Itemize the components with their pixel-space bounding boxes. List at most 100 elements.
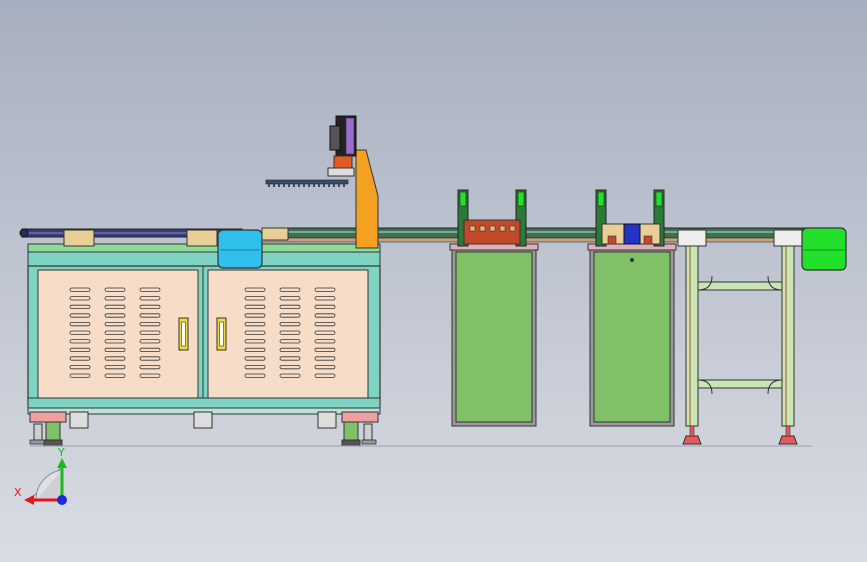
vent-slot	[314, 347, 336, 353]
comb-tooth	[333, 184, 335, 187]
vent-slot	[244, 296, 266, 301]
vent-slot	[244, 313, 266, 318]
vent-slot	[244, 356, 266, 361]
vent-slot	[244, 339, 266, 344]
die-hole	[509, 225, 516, 232]
station-2	[587, 189, 677, 427]
vent-slot	[279, 364, 301, 370]
vent-slot	[244, 304, 266, 310]
die-hole	[489, 225, 496, 232]
comb-tooth	[318, 184, 320, 187]
cabinet-top-band	[27, 251, 381, 267]
triad-z-axis	[57, 495, 67, 505]
vent-slot	[69, 339, 91, 344]
green-outfeed-bin	[801, 227, 847, 271]
vent-slot	[139, 373, 161, 378]
vent-slot	[279, 313, 301, 318]
vent-slot	[314, 373, 336, 378]
vent-slot	[139, 330, 161, 335]
vent-slots-right	[244, 287, 336, 378]
blue-hopper	[217, 229, 263, 269]
vent-slots-left	[69, 287, 161, 378]
left-feed-conveyor	[19, 228, 243, 247]
vent-slot	[314, 339, 336, 344]
vent-slot	[69, 330, 91, 335]
comb-tooth	[343, 184, 345, 187]
vent-slot	[279, 321, 301, 327]
vent-slot	[314, 356, 336, 361]
vent-slot	[104, 330, 126, 335]
outfeed-frame	[677, 229, 803, 445]
vent-slot	[314, 321, 336, 327]
comb-tooth	[288, 184, 290, 187]
vent-slot	[244, 321, 266, 327]
vent-slot	[69, 304, 91, 310]
vent-slot	[104, 321, 126, 327]
vent-slot	[104, 364, 126, 370]
vent-slot	[139, 304, 161, 310]
vent-slot	[104, 313, 126, 318]
comb-tooth	[273, 184, 275, 187]
vent-slot	[244, 330, 266, 335]
vent-slot	[279, 339, 301, 344]
comb-tooth	[268, 184, 270, 187]
vent-slot	[314, 287, 336, 292]
vent-slot	[139, 356, 161, 361]
station-1-die-block	[463, 219, 521, 245]
vent-slot	[279, 330, 301, 335]
vent-slot	[314, 296, 336, 301]
cabinet-leveling-feet	[29, 411, 379, 447]
comb-tooth	[313, 184, 315, 187]
vent-slot	[69, 347, 91, 353]
axis-triad: X Y	[14, 446, 67, 505]
die-hole	[499, 225, 506, 232]
comb-tooth	[308, 184, 310, 187]
vent-slot	[314, 330, 336, 335]
vent-slot	[104, 347, 126, 353]
vent-slot	[104, 304, 126, 310]
vent-slot	[139, 364, 161, 370]
comb-tooth	[338, 184, 340, 187]
vent-slot	[69, 356, 91, 361]
vent-slot	[279, 356, 301, 361]
vent-slot	[139, 347, 161, 353]
vent-slot	[244, 347, 266, 353]
vent-slot	[279, 304, 301, 310]
comb-tooth	[278, 184, 280, 187]
comb-tooth	[303, 184, 305, 187]
comb-tooth	[283, 184, 285, 187]
vent-slot	[139, 296, 161, 301]
vent-slot	[104, 287, 126, 292]
die-hole	[469, 225, 476, 232]
vent-slot	[69, 321, 91, 327]
press-column	[355, 149, 379, 249]
vent-slot	[314, 304, 336, 310]
vent-slot	[314, 364, 336, 370]
triad-x-label: X	[14, 486, 22, 499]
station-2-blue-clamp	[623, 223, 641, 245]
conveyor-bracket-1	[63, 229, 95, 247]
vent-slot	[139, 287, 161, 292]
press-comb-blade	[265, 179, 349, 187]
vent-slot	[279, 296, 301, 301]
triad-y-label: Y	[57, 446, 65, 459]
die-hole	[479, 225, 486, 232]
main-transfer-rail	[261, 227, 833, 243]
vent-slot	[104, 356, 126, 361]
vent-slot	[244, 287, 266, 292]
vent-slot	[69, 296, 91, 301]
comb-bar	[265, 179, 349, 185]
comb-tooth	[328, 184, 330, 187]
main-cabinet	[27, 243, 381, 447]
vent-slot	[279, 347, 301, 353]
vent-slot	[244, 364, 266, 370]
conveyor-bracket-2	[186, 229, 218, 247]
comb-tooth	[293, 184, 295, 187]
vent-slot	[104, 373, 126, 378]
vent-slot	[69, 364, 91, 370]
vent-slot	[104, 296, 126, 301]
vent-slot	[69, 373, 91, 378]
vent-slot	[139, 321, 161, 327]
